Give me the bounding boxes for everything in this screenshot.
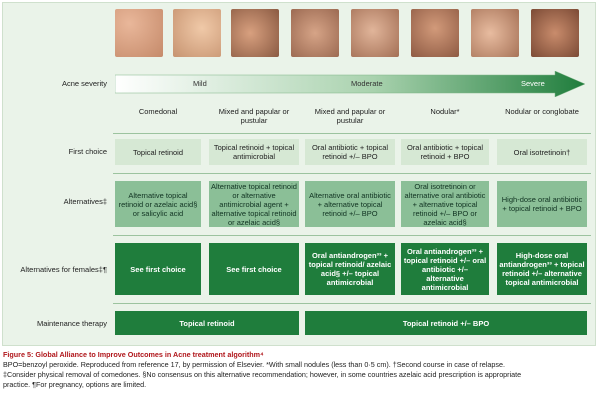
divider bbox=[113, 173, 591, 174]
maintenance-cell-1: Topical retinoid bbox=[115, 311, 299, 335]
caption-line-1: BPO=benzoyl peroxide. Reproduced from re… bbox=[3, 360, 505, 369]
column-header-mixed-2: Mixed and papular or pustular bbox=[314, 107, 386, 125]
column-header-comedonal: Comedonal bbox=[138, 107, 178, 116]
females-cell-2: See first choice bbox=[209, 243, 299, 295]
alternatives-cell-2: Alternative topical retinoid or alternat… bbox=[209, 181, 299, 227]
acne-photo-5 bbox=[351, 9, 399, 57]
first-choice-cell-5: Oral isotretinoin† bbox=[497, 139, 587, 165]
diagram-panel: Acne severity Mild Moderate Severe Comed… bbox=[2, 2, 596, 346]
acne-photo-8 bbox=[531, 9, 579, 57]
divider bbox=[113, 303, 591, 304]
column-header-conglobate: Nodular or conglobate bbox=[505, 107, 579, 116]
first-choice-label: First choice bbox=[68, 147, 107, 156]
severity-moderate: Moderate bbox=[351, 79, 383, 88]
alternatives-cell-3: Alternative oral antibiotic + alternativ… bbox=[305, 181, 395, 227]
caption-line-2: ‡Consider physical removal of comedones.… bbox=[3, 370, 522, 379]
divider bbox=[113, 133, 591, 134]
acne-photo-3 bbox=[231, 9, 279, 57]
alternatives-females-label: Alternatives for females‡¶ bbox=[20, 265, 107, 274]
acne-photo-6 bbox=[411, 9, 459, 57]
severity-arrow bbox=[115, 71, 585, 97]
maintenance-cell-2: Topical retinoid +/– BPO bbox=[305, 311, 587, 335]
severity-severe: Severe bbox=[521, 79, 545, 88]
alternatives-label: Alternatives‡ bbox=[63, 197, 107, 206]
first-choice-cell-4: Oral antibiotic + topical retinoid + BPO bbox=[401, 139, 489, 165]
acne-photo-4 bbox=[291, 9, 339, 57]
females-cell-3: Oral antiandrogen³³ + topical retinoid/ … bbox=[305, 243, 395, 295]
females-cell-5: High-dose oral antiandrogen³³ + topical … bbox=[497, 243, 587, 295]
first-choice-cell-2: Topical retinoid + topical antimicrobial bbox=[209, 139, 299, 165]
acne-photo-2 bbox=[173, 9, 221, 57]
caption-title: Figure 5: Global Alliance to Improve Out… bbox=[3, 350, 264, 359]
first-choice-cell-1: Topical retinoid bbox=[115, 139, 201, 165]
acne-severity-label: Acne severity bbox=[61, 79, 107, 88]
alternatives-cell-1: Alternative topical retinoid or azelaic … bbox=[115, 181, 201, 227]
maintenance-label: Maintenance therapy bbox=[36, 319, 107, 328]
females-cell-4: Oral antiandrogen³³ + topical retinoid +… bbox=[401, 243, 489, 295]
alternatives-cell-4: Oral isotretinoin or alternative oral an… bbox=[401, 181, 489, 227]
alternatives-cell-5: High-dose oral antibiotic + topical reti… bbox=[497, 181, 587, 227]
column-header-mixed-1: Mixed and papular or pustular bbox=[218, 107, 290, 125]
column-header-nodular: Nodular* bbox=[430, 107, 460, 116]
acne-photo-7 bbox=[471, 9, 519, 57]
divider bbox=[113, 235, 591, 236]
figure-caption: Figure 5: Global Alliance to Improve Out… bbox=[3, 350, 597, 390]
females-cell-1: See first choice bbox=[115, 243, 201, 295]
acne-photo-1 bbox=[115, 9, 163, 57]
severity-mild: Mild bbox=[193, 79, 207, 88]
first-choice-cell-3: Oral antibiotic + topical retinoid +/– B… bbox=[305, 139, 395, 165]
caption-line-3: practice. ¶For pregnancy, options are li… bbox=[3, 380, 147, 389]
